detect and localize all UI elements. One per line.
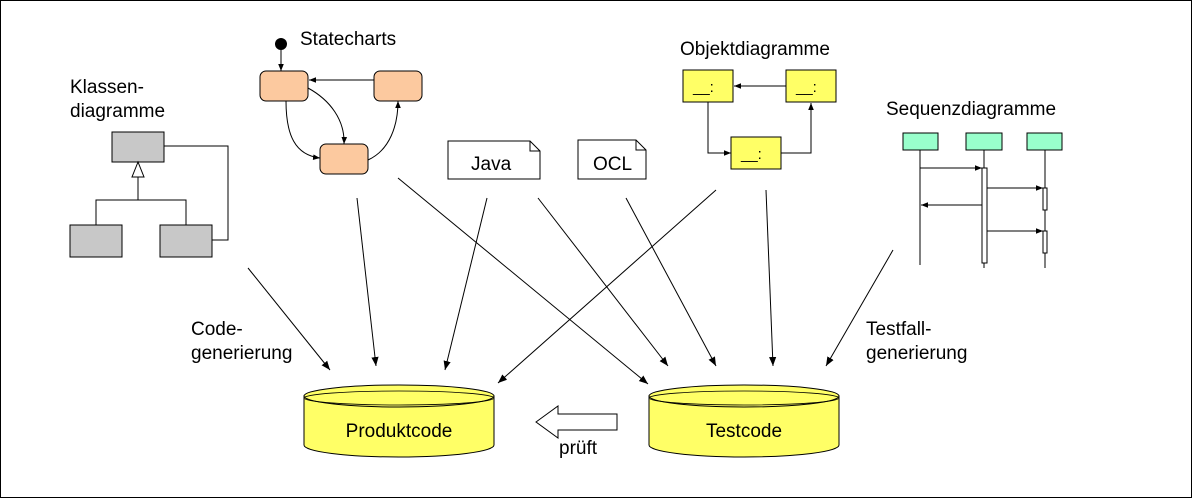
test-code-label: Testcode: [706, 421, 782, 442]
activation-bar-3b: [1042, 230, 1048, 254]
initial-state-icon: [275, 38, 287, 50]
arrow-state-to-product: [356, 197, 379, 367]
ocl-document-icon: [577, 139, 647, 180]
code-generation-label-line1: Code-: [191, 319, 243, 340]
statechart: Statecharts: [259, 29, 423, 175]
object-box-3-label: __:: [740, 146, 762, 163]
object-box-1: [682, 69, 734, 103]
activation-bar-3a: [1042, 187, 1048, 211]
ocl-label: OCL: [593, 154, 632, 175]
object-box-1-label: __:: [692, 79, 714, 96]
object-box-2-label: __:: [795, 79, 817, 96]
state-box-2: [373, 70, 423, 102]
arrow-object-to-product: [497, 189, 717, 384]
code-generation-label-line2: generierung: [191, 343, 292, 364]
class-box-child-right: [159, 224, 213, 258]
class-diagram-title-line1: Klassen-: [70, 77, 144, 98]
test-code-database-top: [648, 384, 840, 408]
arrow-sequence-to-test: [825, 249, 894, 367]
state-box-1: [259, 70, 309, 102]
checks-label: prüft: [559, 438, 598, 459]
test-generation-label-line2: generierung: [866, 343, 967, 364]
arrow-state-to-test: [397, 177, 649, 385]
arrow-class-to-product: [247, 267, 331, 371]
lifeline-head-1: [902, 132, 939, 151]
inheritance-triangle-icon: [131, 160, 145, 178]
lifeline-head-2: [965, 132, 1003, 151]
object-diagram: Objektdiagramme __: __: __:: [680, 39, 837, 170]
arrow-java-to-test: [537, 197, 669, 367]
product-code-database: Produktcode: [303, 384, 495, 458]
test-code-database: Testcode: [648, 384, 840, 458]
arrow-java-to-product: [443, 197, 488, 371]
product-code-database-top: [303, 384, 495, 408]
inheritance-line-right: [138, 199, 187, 225]
ocl-document: OCL: [577, 139, 647, 180]
class-box-parent: [111, 131, 165, 163]
arrow-object-to-test: [765, 189, 777, 367]
java-document: Java: [447, 140, 541, 180]
object-link-1-to-3: [707, 102, 731, 156]
sequence-diagram: Sequenzdiagramme: [886, 99, 1063, 268]
checks-arrow-icon: [535, 405, 618, 439]
activation-bar-2: [981, 167, 988, 264]
lifeline-head-3: [1026, 132, 1063, 151]
transition-1-to-3-outer: [285, 100, 321, 160]
transition-3-to-2: [367, 100, 401, 161]
sequence-diagram-title: Sequenzdiagramme: [886, 99, 1056, 120]
object-link-3-to-2: [781, 103, 814, 154]
transition-1-to-3-inner: [307, 87, 348, 145]
class-box-child-left: [69, 224, 123, 258]
arrow-ocl-to-test: [625, 197, 717, 367]
association-line: [164, 145, 229, 241]
java-label: Java: [471, 154, 512, 175]
java-document-icon: [447, 140, 541, 180]
statechart-title: Statecharts: [300, 29, 396, 50]
class-diagram: Klassen- diagramme: [69, 77, 229, 258]
product-code-label: Produktcode: [346, 421, 453, 442]
state-box-3: [319, 143, 369, 175]
object-diagram-title: Objektdiagramme: [680, 39, 830, 60]
test-generation-label-line1: Testfall-: [866, 319, 931, 340]
generation-arrows: [247, 177, 894, 385]
inheritance-line-left: [95, 177, 139, 225]
class-diagram-title-line2: diagramme: [70, 101, 165, 122]
